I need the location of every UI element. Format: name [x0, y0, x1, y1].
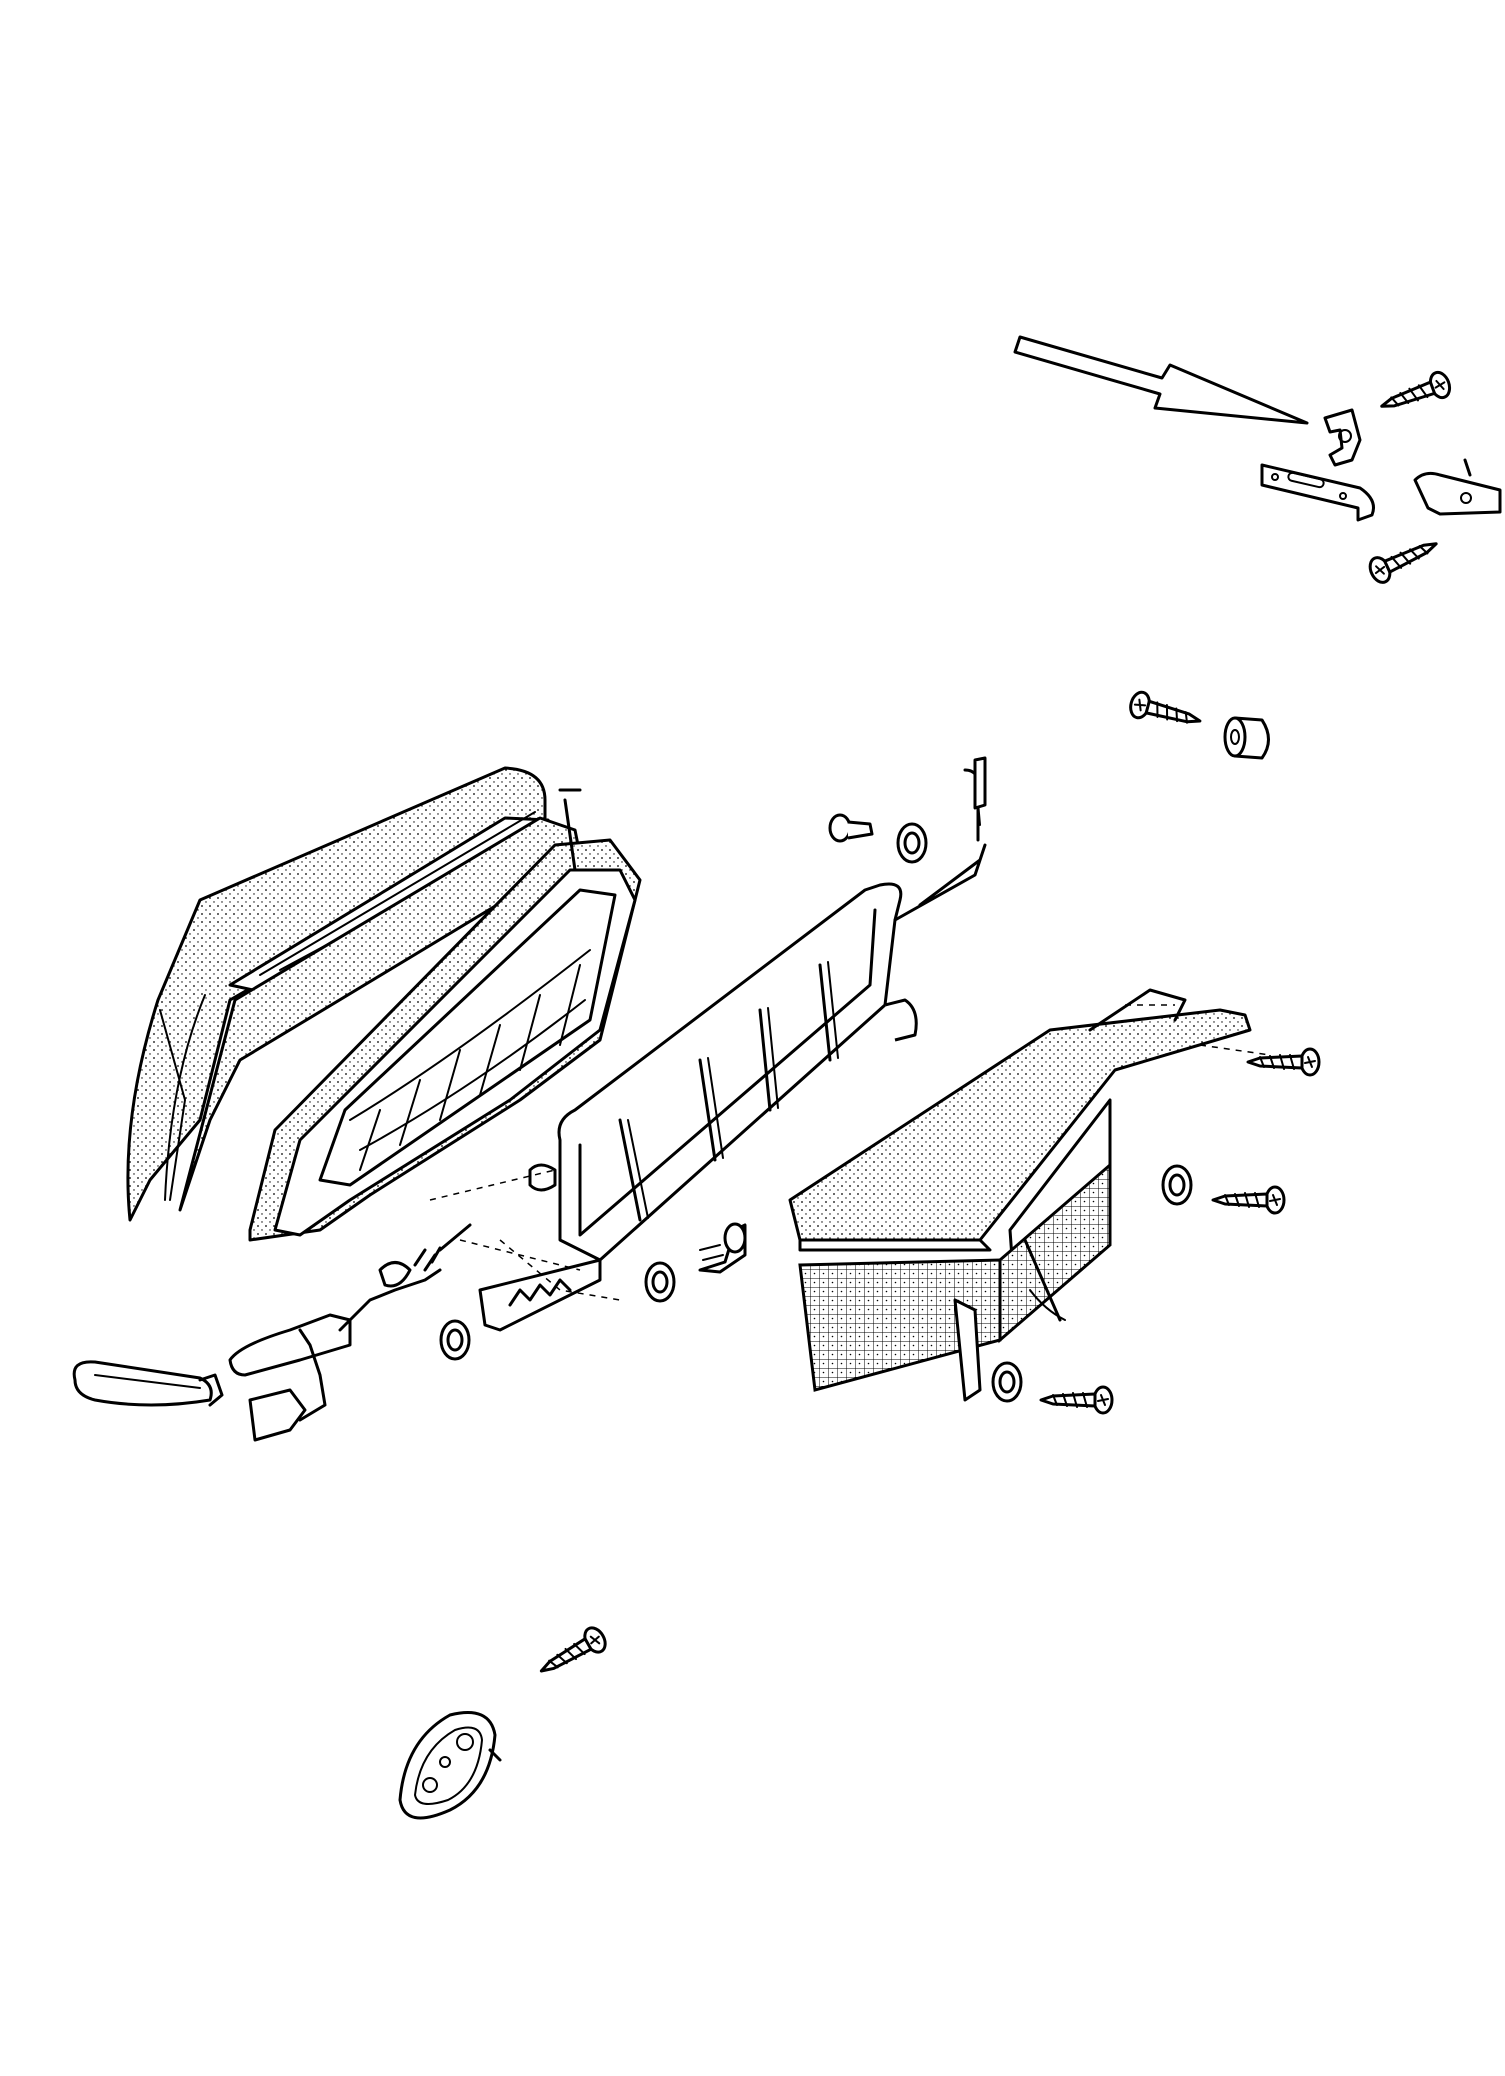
washer-icon	[1161, 1164, 1193, 1206]
seat-back-cushion-icon	[126, 766, 582, 1222]
release-lever-icon	[228, 1223, 472, 1442]
spring-grid	[349, 949, 591, 1171]
clip-nut-icon	[1323, 408, 1362, 467]
callout-arrow-icon	[1013, 335, 1309, 425]
screw-icon	[1364, 530, 1444, 588]
spring-frame-icon	[248, 788, 642, 1242]
washer-icon	[644, 1261, 676, 1303]
oval-bracket-icon	[398, 1711, 502, 1820]
mounting-plate-icon	[1260, 463, 1375, 522]
screw-icon	[533, 1622, 611, 1684]
pivot-bolt-icon	[698, 1222, 747, 1274]
trim-panel-icon	[788, 988, 1252, 1402]
screw-icon	[1246, 1047, 1321, 1077]
screw-icon	[1039, 1385, 1114, 1415]
bolt-icon	[828, 813, 874, 843]
hinge-bracket-icon	[1413, 458, 1502, 516]
screw-icon	[1211, 1185, 1286, 1215]
washer-icon	[439, 1319, 471, 1361]
leader-lines	[429, 1004, 1271, 1301]
washer-icon	[896, 822, 928, 864]
screw-icon	[1126, 688, 1205, 736]
spacer-icon	[1223, 716, 1270, 760]
washer-icon	[991, 1361, 1023, 1403]
pull-strap-icon	[72, 1360, 224, 1407]
pin-icon	[973, 756, 987, 810]
screw-icon	[1375, 368, 1455, 420]
